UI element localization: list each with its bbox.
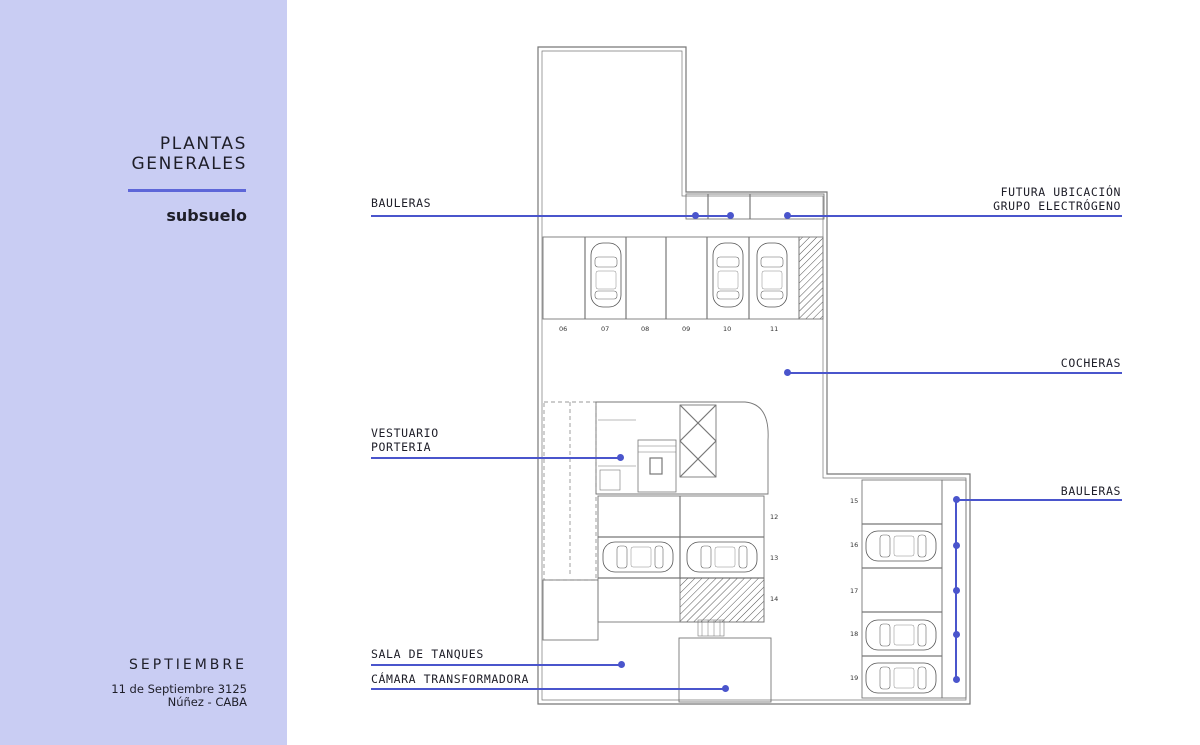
- car-13a: [602, 541, 674, 573]
- dot-baulera-16: [952, 541, 960, 549]
- baulera-strip-right: [941, 479, 967, 699]
- title-line-2: GENERALES: [131, 154, 247, 174]
- space-14: 14: [770, 595, 778, 603]
- space-06: 06: [559, 325, 567, 333]
- dot-sala-tanques: [617, 660, 625, 668]
- space-12: 12: [770, 513, 778, 521]
- dot-baulera-19: [952, 675, 960, 683]
- dot-baulera-18: [952, 630, 960, 638]
- space-11: 11: [770, 325, 778, 333]
- space-09: 09: [682, 325, 690, 333]
- label-futura-ubicacion: FUTURA UBICACIÓN GRUPO ELECTRÓGENO: [993, 185, 1121, 213]
- label-camara: CÁMARA TRANSFORMADORA: [371, 672, 529, 686]
- baulera-cells-top: [685, 193, 825, 220]
- leader-camara: [371, 688, 725, 690]
- section-title: PLANTAS GENERALES: [131, 134, 247, 174]
- sidebar: PLANTAS GENERALES subsuelo SEPTIEMBRE 11…: [0, 0, 287, 745]
- car-19: [865, 662, 937, 694]
- leader-sala-tanques: [371, 664, 621, 666]
- leader-bauleras-top: [371, 215, 730, 217]
- address-line-1: 11 de Septiembre 3125: [111, 682, 247, 696]
- space-15: 15: [850, 497, 858, 505]
- label-cocheras: COCHERAS: [1060, 356, 1121, 370]
- dot-bauleras-2: [726, 211, 734, 219]
- address: 11 de Septiembre 3125 Núñez - CABA: [111, 683, 247, 709]
- dot-bauleras-1: [691, 211, 699, 219]
- space-19: 19: [850, 674, 858, 682]
- hatched-column-top: [798, 236, 824, 320]
- car-10: [712, 242, 744, 308]
- leader-vestuario: [371, 457, 620, 459]
- vestuario-line-2: PORTERIA: [371, 440, 432, 454]
- futura-line-2: GRUPO ELECTRÓGENO: [993, 199, 1121, 213]
- car-16: [865, 530, 937, 562]
- label-bauleras-right: BAULERAS: [1060, 484, 1121, 498]
- car-18: [865, 619, 937, 651]
- leader-futura: [787, 215, 1122, 217]
- stair: [637, 439, 677, 493]
- hatched-block-14: [679, 577, 765, 623]
- elevator-shaft: [679, 404, 717, 478]
- leader-cocheras: [787, 372, 1122, 374]
- space-16: 16: [850, 541, 858, 549]
- car-07: [590, 242, 622, 308]
- outer-wall: [537, 46, 971, 705]
- dot-baulera-17: [952, 586, 960, 594]
- leader-bauleras-right: [955, 499, 1122, 501]
- ramp: [543, 401, 597, 581]
- dot-futura: [783, 211, 791, 219]
- core-wall: [595, 401, 769, 495]
- label-bauleras-top: BAULERAS: [371, 196, 432, 210]
- space-10: 10: [723, 325, 731, 333]
- dot-cocheras: [783, 368, 791, 376]
- title-line-1: PLANTAS: [159, 134, 247, 154]
- dot-vestuario: [616, 453, 624, 461]
- address-line-2: Núñez - CABA: [167, 695, 247, 709]
- car-11: [756, 242, 788, 308]
- dot-camara: [721, 684, 729, 692]
- label-vestuario: VESTUARIO PORTERIA: [371, 426, 439, 454]
- space-13: 13: [770, 554, 778, 562]
- section-subtitle: subsuelo: [166, 206, 247, 225]
- outer-wall-inner: [541, 50, 967, 701]
- car-13b: [686, 541, 758, 573]
- futura-line-1: FUTURA UBICACIÓN: [1000, 185, 1121, 199]
- space-18: 18: [850, 630, 858, 638]
- room-tanques: [542, 579, 599, 641]
- space-17: 17: [850, 587, 858, 595]
- space-08: 08: [641, 325, 649, 333]
- space-07: 07: [601, 325, 609, 333]
- title-underline: [128, 189, 246, 192]
- room-camara: [678, 637, 772, 703]
- vestuario-line-1: VESTUARIO: [371, 426, 439, 440]
- label-sala-tanques: SALA DE TANQUES: [371, 647, 484, 661]
- brand-name: SEPTIEMBRE: [129, 657, 247, 673]
- stair-bottom: [697, 619, 725, 637]
- dot-baulera-15: [952, 495, 960, 503]
